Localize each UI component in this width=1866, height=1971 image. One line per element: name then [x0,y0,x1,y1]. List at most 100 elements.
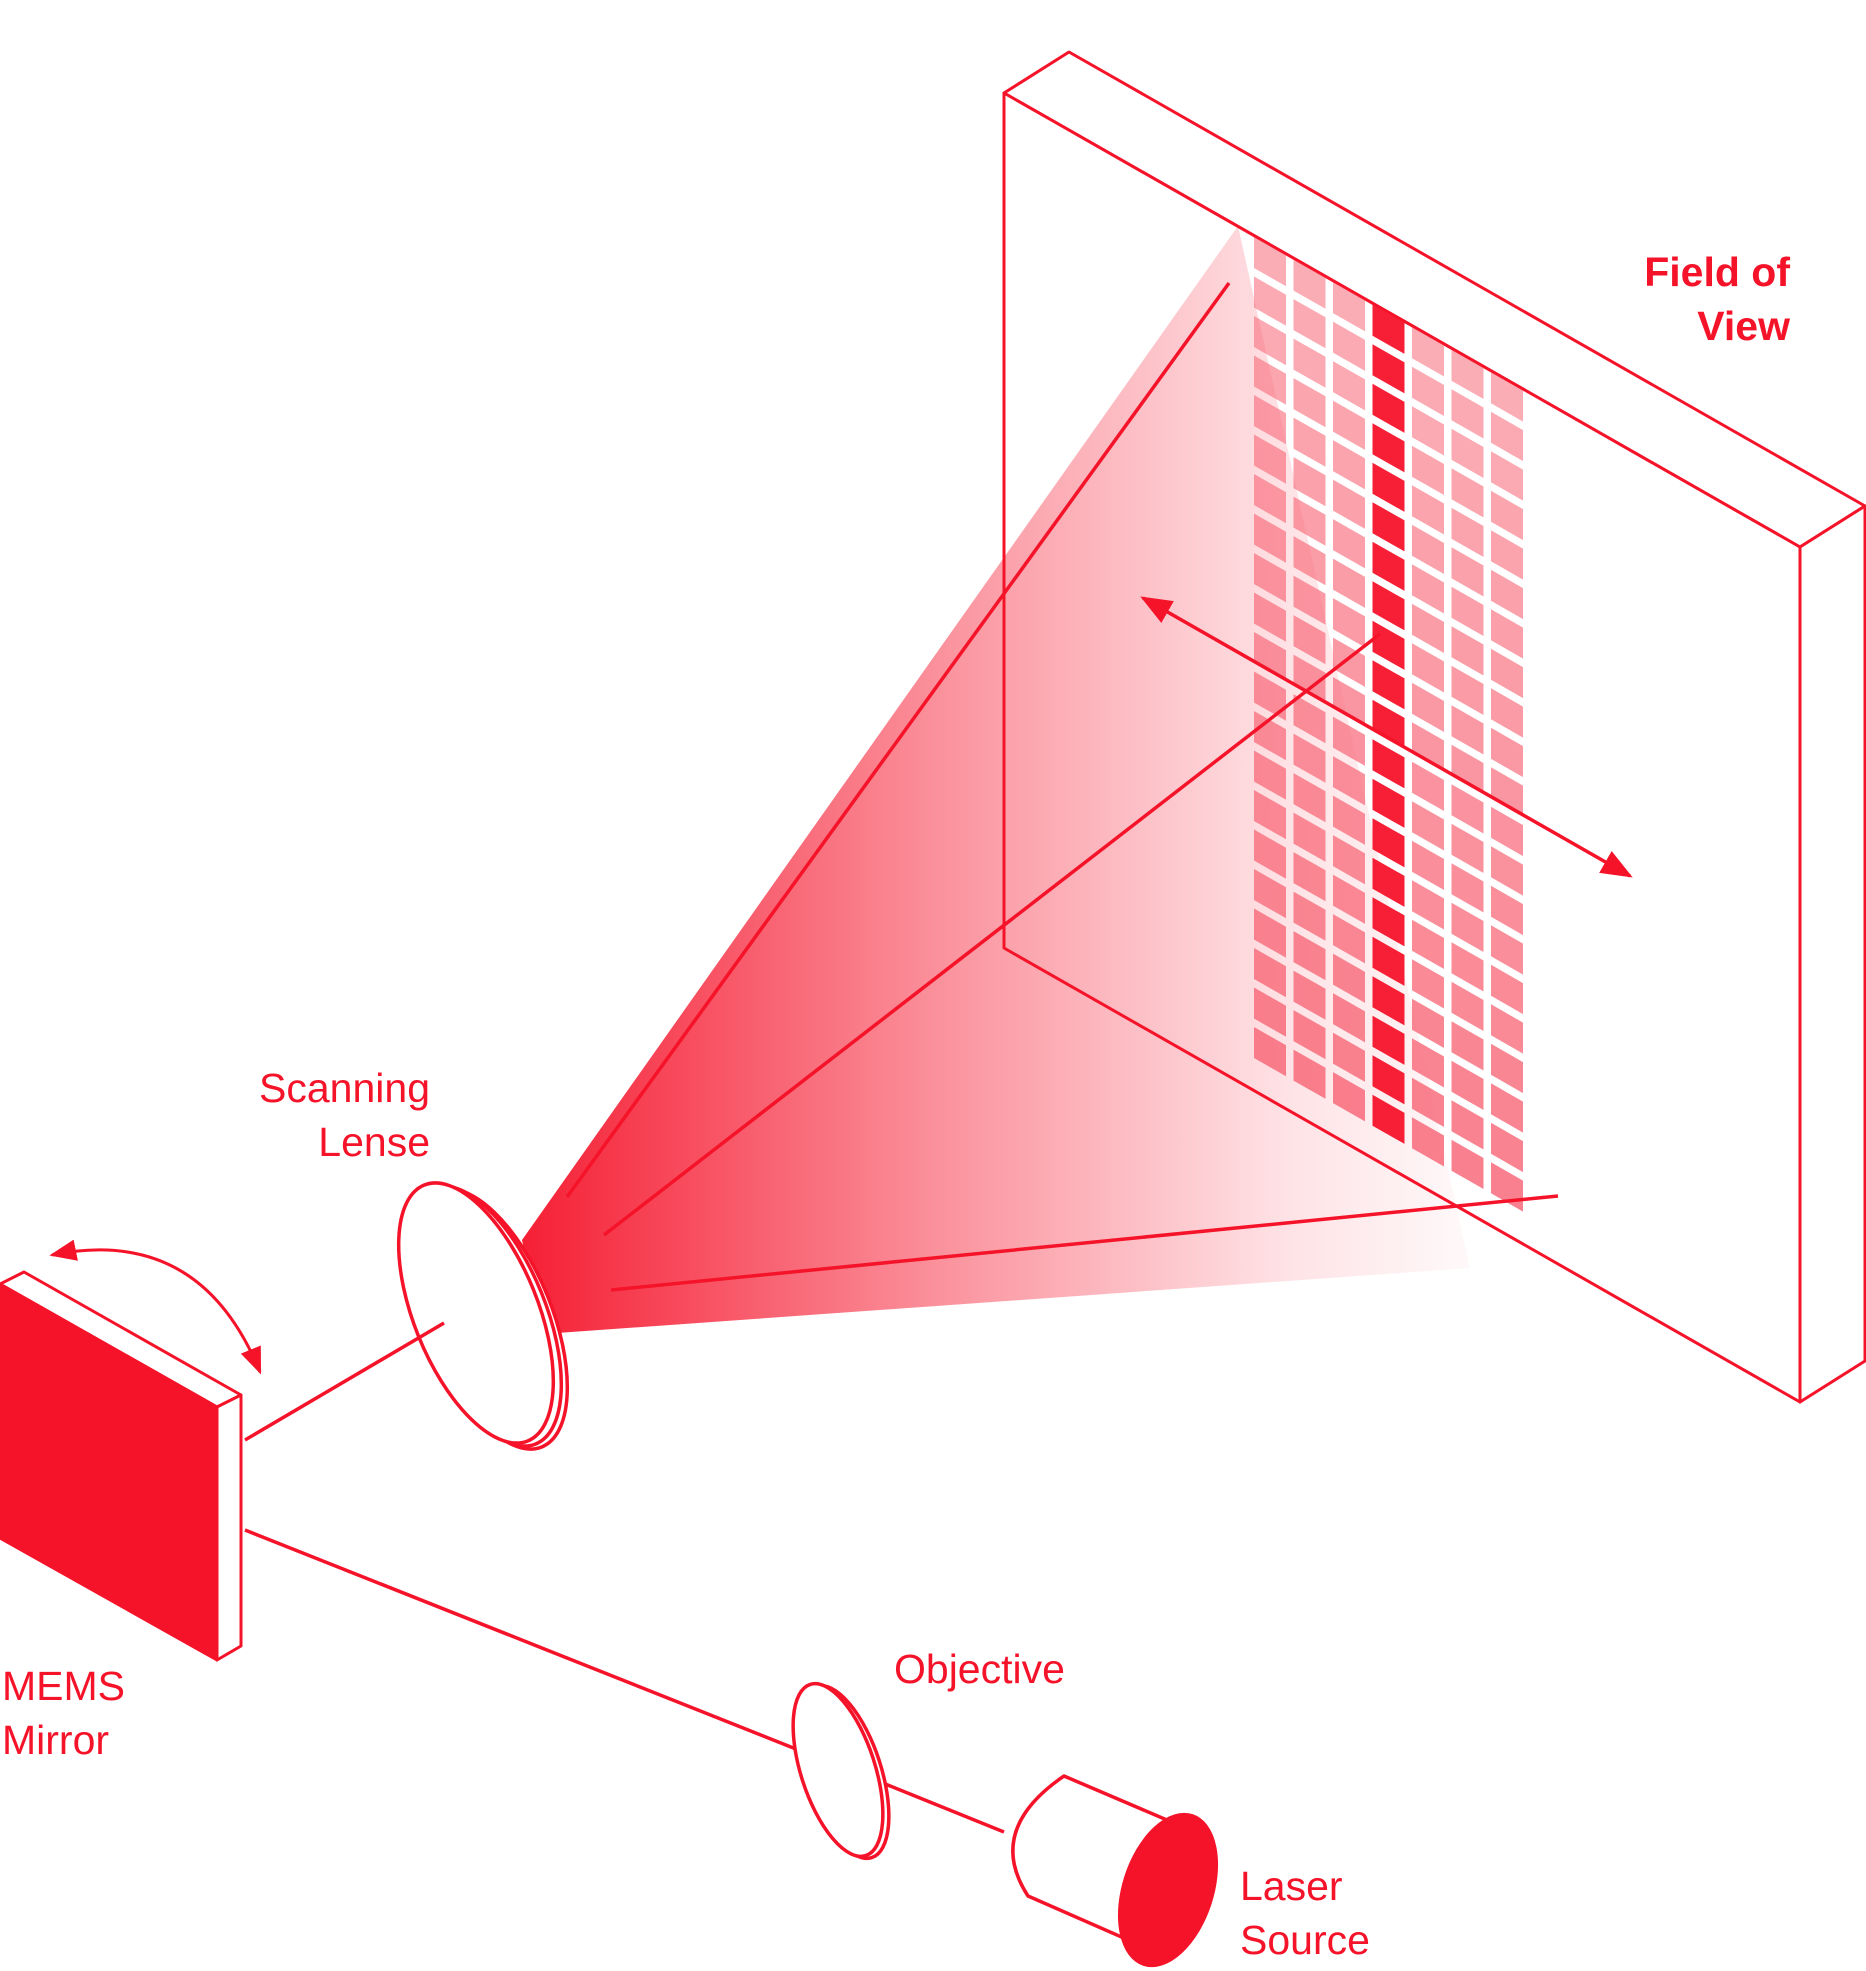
grid-cell [1372,502,1405,552]
grid-cell [1372,383,1405,433]
objective-label: Objective [894,1642,1114,1696]
grid-cell [1491,1083,1523,1133]
mems-mirror-label: MEMS Mirror [2,1659,202,1767]
grid-cell [1412,959,1444,1009]
scanning-lens-label-line2: Lense [318,1119,430,1165]
grid-cell [1412,366,1444,416]
grid-cell [1293,417,1326,467]
scanning-lens [396,1181,570,1451]
scan-direction-arrow [1140,596,1633,878]
mems-mirror-label-line2: Mirror [2,1717,110,1763]
grid-cell [1372,1015,1405,1065]
grid-cell [1372,897,1405,947]
grid-cell [1372,344,1405,394]
mems-mirror-label-line1: MEMS [2,1663,125,1709]
grid-cell [1451,1021,1484,1071]
grid-cell [1491,411,1523,462]
grid-cell [1491,964,1523,1015]
grid-cell [1491,1043,1523,1094]
grid-cell [1412,1117,1444,1167]
grid-cell [1333,400,1365,450]
grid-cell [1293,457,1326,507]
grid-cell [1491,451,1523,501]
grid-cell [1412,445,1444,495]
field-of-view-label-line2: View [1697,303,1790,349]
grid-cell [1372,462,1405,512]
beam-line-lower [610,1194,1559,1292]
mirror-rotation-arrow [49,1239,262,1375]
grid-cell [1293,931,1326,981]
laser-end-cap [1117,1812,1219,1968]
grid-cell [1293,259,1326,309]
grid-cell [1491,1122,1523,1173]
grid-cell [1451,1139,1484,1189]
grid-cell [1372,976,1405,1026]
beam-line-upper [565,281,1231,1199]
grid-cell [1254,434,1286,484]
grid-cell [1491,372,1523,422]
grid-cell [1451,547,1484,597]
scanning-lens-label-line1: Scanning [259,1065,430,1111]
grid-cell [1254,316,1286,366]
grid-cell [1333,519,1365,569]
grid-cell [1372,423,1405,473]
grid-cell [1254,276,1286,326]
objective-label-text: Objective [894,1646,1065,1692]
grid-cell [1333,558,1365,608]
grid-cell [1451,389,1484,439]
grid-cell [1293,496,1326,546]
grid-cell [1372,1055,1405,1105]
grid-cell [1451,902,1484,952]
grid-cell [1293,891,1326,941]
pixel-grid [1254,237,1523,1212]
grid-cell [1254,395,1286,445]
grid-cell [1333,993,1365,1043]
grid-cell [1372,936,1405,986]
grid-cell [1333,361,1365,411]
grid-cell [1451,981,1484,1031]
grid-cell [1293,1010,1326,1060]
grid-cell [1491,530,1523,580]
grid-cell [1254,513,1286,563]
laser-source-label-line1: Laser [1240,1863,1343,1909]
grid-cell [1451,428,1484,478]
grid-cell [1254,869,1286,919]
grid-cell [1293,299,1326,349]
board-right-face [1798,504,1866,1404]
grid-cell [1412,1038,1444,1088]
grid-cell [1293,1049,1326,1099]
grid-cell [1412,1077,1444,1127]
grid-cell [1412,998,1444,1048]
grid-cell [1254,474,1286,524]
grid-cell [1491,490,1523,541]
scanning-lens-label: Scanning Lense [200,1061,430,1169]
grid-cell [1491,885,1523,936]
grid-cell [1451,942,1484,992]
grid-cell [1254,908,1286,958]
grid-cell [1372,304,1405,354]
grid-cell [1333,874,1365,924]
grid-cell [1491,1004,1523,1054]
grid-cell [1333,953,1365,1003]
grid-cell [1254,948,1286,998]
grid-cell [1372,1094,1405,1144]
grid-cell [1254,237,1286,287]
grid-cell [1333,440,1365,490]
beam-mirror-to-lens [244,1321,445,1442]
grid-cell [1333,479,1365,529]
grid-cell [1491,925,1523,975]
laser-source [1011,1774,1219,1968]
grid-cell [1254,553,1286,603]
grid-cell [1293,970,1326,1020]
objective-lens [791,1681,891,1861]
grid-cell [1333,914,1365,964]
grid-cell [1412,919,1444,969]
field-of-view-label-line1: Field of [1644,249,1790,295]
grid-cell [1372,541,1405,591]
grid-cell [1412,327,1444,377]
grid-cell [1451,1060,1484,1110]
grid-cell [1451,1100,1484,1150]
laser-beam-cone [522,226,1470,1333]
grid-cell [1412,485,1444,535]
